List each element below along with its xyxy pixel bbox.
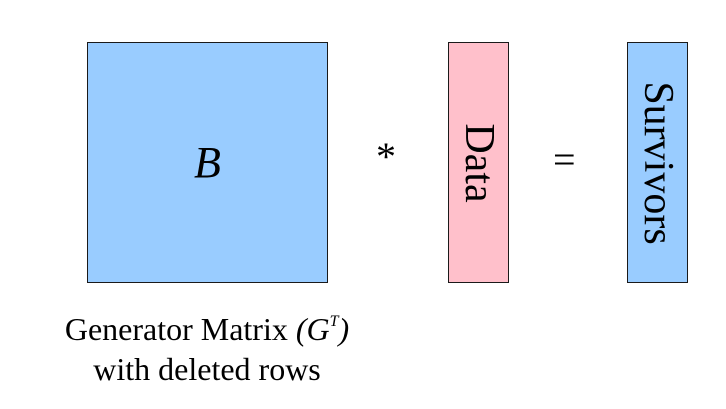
caption-math: (GT): [296, 311, 349, 347]
caption-math-close: ): [338, 311, 350, 347]
caption-transpose-superscript: T: [329, 313, 339, 330]
caption-line-2: with deleted rows: [93, 351, 321, 387]
caption-math-open: (G: [295, 311, 330, 347]
survivors-vector-label: Survivors: [634, 80, 681, 245]
multiply-operator: *: [376, 134, 396, 179]
data-vector-label: Data: [455, 122, 502, 203]
survivors-vector-box: Survivors: [627, 42, 688, 283]
matrix-label: B: [194, 138, 221, 187]
caption-prefix: Generator Matrix: [64, 311, 296, 347]
equals-operator: =: [553, 137, 576, 182]
generator-matrix-box: B: [87, 42, 328, 283]
data-vector-box: Data: [448, 42, 509, 283]
matrix-caption: Generator Matrix (GT) with deleted rows: [0, 309, 414, 389]
caption-line-1: Generator Matrix (GT): [0, 309, 414, 349]
